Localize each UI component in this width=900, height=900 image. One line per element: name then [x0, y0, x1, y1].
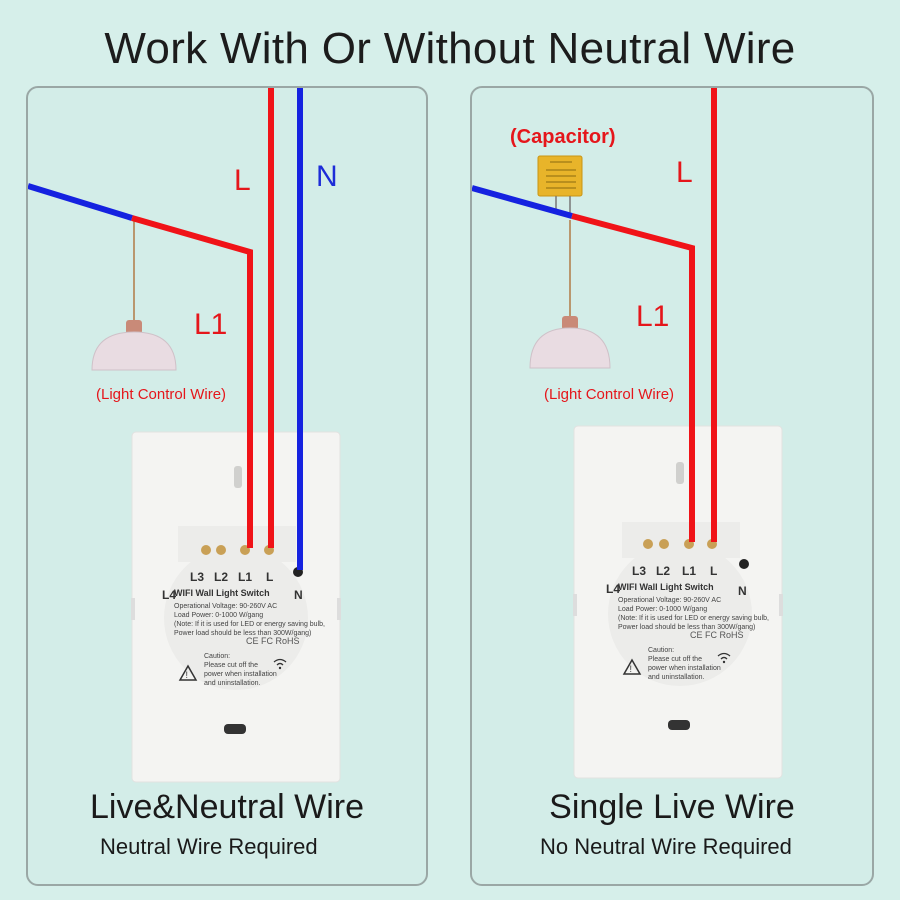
terminal-block [178, 526, 296, 562]
light-control-wire-label: (Light Control Wire) [544, 386, 675, 403]
caution-triangle-icon [178, 664, 198, 681]
terminal-label-n: N [294, 588, 303, 602]
terminal-label-l: L [266, 570, 274, 584]
lamp-shade-icon [529, 327, 611, 369]
plate-slot-bottom [668, 720, 690, 730]
live-wire-label: L [676, 156, 693, 189]
terminal-screw-l3 [643, 539, 653, 549]
plate-slot-bottom [224, 724, 246, 734]
left-caption-main: Live&Neutral Wire [90, 788, 364, 826]
terminal-label-l3: L3 [190, 570, 205, 584]
note-line-1: (Note: If it is used for LED or energy s… [174, 621, 325, 628]
terminal-label-l: L [710, 564, 718, 578]
capacitor-label: (Capacitor) [510, 126, 616, 148]
switch-module [164, 546, 308, 690]
right-caption-main: Single Live Wire [549, 788, 795, 826]
terminal-label-l1: L1 [682, 564, 697, 578]
wifi-icon [717, 652, 731, 660]
note-line-1: (Note: If it is used for LED or energy s… [618, 615, 769, 622]
plate-slot-top [234, 466, 242, 488]
lamp-socket [562, 316, 578, 330]
note-line-2: Power load should be less than 300W/gang… [174, 630, 312, 637]
terminal-label-n: N [738, 584, 747, 598]
load-power-spec: Load Power: 0-1000 W/gang [174, 612, 264, 619]
load-wire-l1 [131, 215, 253, 548]
right-wiring-diagram: ! [472, 88, 783, 779]
plate-slot-top [676, 462, 684, 484]
svg-text:!: ! [630, 664, 633, 674]
caution-line-1: Please cut off the [648, 656, 702, 663]
wifi-icon [273, 658, 287, 666]
certification-marks: CE FC RoHS [690, 630, 744, 640]
terminal-label-l2: L2 [656, 564, 671, 578]
terminal-screw-l2 [659, 539, 669, 549]
lamp-socket [126, 320, 142, 334]
svg-text:!: ! [186, 670, 189, 680]
terminal-label-l2: L2 [214, 570, 229, 584]
caution-line-2: power when installation [204, 671, 277, 678]
load-wire-label: L1 [636, 300, 670, 333]
neutral-wire-lamp [472, 185, 573, 219]
left-wiring-diagram: ! [28, 88, 341, 783]
neutral-wire-lamp [28, 183, 133, 221]
switch-module [608, 542, 752, 686]
voltage-spec: Operational Voltage: 90-260V AC [174, 603, 278, 610]
note-line-2: Power load should be less than 300W/gang… [618, 624, 756, 631]
terminal-label-l4: L4 [606, 582, 621, 596]
caution-title: Caution: [648, 647, 675, 654]
terminal-label-l1: L1 [238, 570, 253, 584]
live-neutral-panel: ! L N L1 (Light Control Wire) L3 L2 L1 L… [26, 86, 428, 886]
caution-line-3: and uninstallation. [648, 674, 705, 681]
live-wire-label: L [234, 164, 251, 197]
load-power-spec: Load Power: 0-1000 W/gang [618, 606, 708, 613]
neutral-wire-label: N [316, 160, 338, 193]
page-title: Work With Or Without Neutral Wire [104, 24, 796, 73]
terminal-block [622, 522, 740, 558]
caution-triangle-icon [622, 658, 642, 675]
caution-line-2: power when installation [648, 665, 721, 672]
product-name: WIFI Wall Light Switch [618, 582, 714, 592]
left-caption-sub: Neutral Wire Required [100, 834, 318, 859]
load-wire-label: L1 [194, 308, 228, 341]
terminal-screw-l2 [216, 545, 226, 555]
caution-line-3: and uninstallation. [204, 680, 261, 687]
right-caption-sub: No Neutral Wire Required [540, 834, 792, 859]
product-name: WIFI Wall Light Switch [174, 588, 270, 598]
caution-line-1: Please cut off the [204, 662, 258, 669]
terminal-n [739, 559, 749, 569]
single-live-panel: ! (Capacitor) L L1 (Light Control Wire) … [470, 86, 874, 886]
caution-title: Caution: [204, 653, 231, 660]
load-wire-l1 [571, 213, 695, 542]
voltage-spec: Operational Voltage: 90-260V AC [618, 597, 722, 604]
terminal-label-l3: L3 [632, 564, 647, 578]
terminal-screw-l3 [201, 545, 211, 555]
lamp-shade-icon [91, 331, 177, 371]
certification-marks: CE FC RoHS [246, 636, 300, 646]
terminal-label-l4: L4 [162, 588, 177, 602]
light-control-wire-label: (Light Control Wire) [96, 386, 227, 403]
